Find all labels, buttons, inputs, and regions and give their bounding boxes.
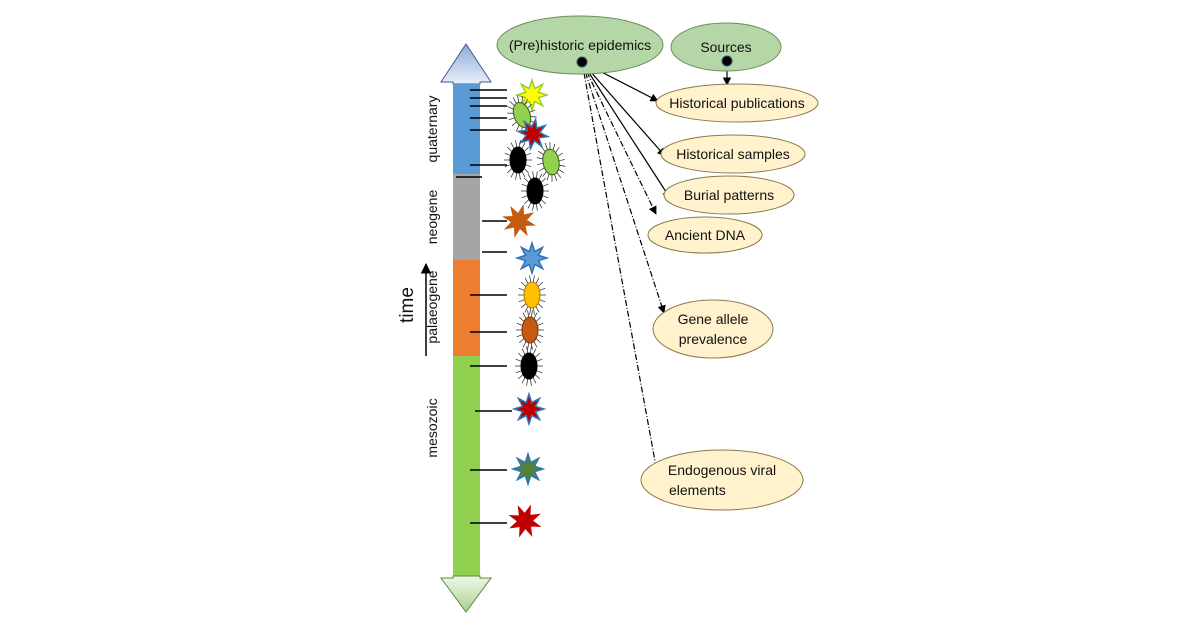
source-node-label: Burial patterns	[684, 187, 774, 203]
timeline-down-arrow	[440, 575, 492, 613]
source-node-historical-samples: Historical samples	[660, 134, 806, 174]
virus-star-shape	[510, 451, 546, 487]
era-label-palaeogene: palaeogene	[424, 270, 440, 343]
event-ticks	[456, 89, 512, 524]
prehistoric-epidemics-node: (Pre)historic epidemics	[496, 15, 664, 75]
yellow-bacterium-icon	[518, 275, 546, 315]
source-node-ellipse	[647, 216, 763, 254]
bacterium-body	[521, 316, 539, 344]
source-arrows	[581, 61, 732, 473]
era-label-mesozoic: mesozoic	[424, 398, 440, 457]
bacterium-body	[526, 177, 544, 205]
prehistoric-epidemics-ellipse	[496, 15, 664, 75]
black-bacterium-icon	[515, 346, 543, 386]
source-node-gene-allele-prevalence: Gene allele prevalence	[652, 299, 774, 359]
source-node-label-line1: Endogenous viral	[668, 462, 776, 478]
source-node-ellipse	[663, 175, 795, 215]
timeline-bar	[440, 43, 492, 613]
bacterium-body	[542, 148, 560, 176]
source-node-ellipse	[640, 449, 804, 511]
prehistoric-epidemics-connector-dot	[576, 56, 588, 68]
era-segment-neogene	[453, 174, 480, 260]
source-node-endogenous-viral-elements: Endogenous viral elements	[640, 449, 804, 511]
source-node-label-line2: elements	[669, 482, 726, 498]
source-node-historical-publications: Historical publications	[655, 83, 819, 123]
bacterium-body	[523, 281, 541, 309]
prehistoric-epidemics-label: (Pre)historic epidemics	[509, 37, 651, 53]
arrow-to-historical-samples	[581, 61, 666, 157]
red-star-virus-icon	[508, 504, 542, 538]
virus-star-shape	[502, 204, 536, 238]
virus-star-shape	[515, 116, 551, 152]
source-node-label: Historical publications	[669, 95, 804, 111]
source-node-ancient-dna: Ancient DNA	[647, 216, 763, 254]
arrow-to-gene-allele-prevalence	[581, 61, 666, 314]
era-segment-quaternary	[453, 84, 480, 174]
source-node-label: Ancient DNA	[665, 227, 746, 243]
source-node-ellipse	[655, 83, 819, 123]
sources-connector-dot	[721, 55, 733, 67]
virus-star-shape	[514, 77, 550, 113]
sources-ellipse	[670, 22, 782, 72]
virus-star-shape	[514, 240, 550, 276]
source-node-label-line1: Gene allele	[678, 311, 749, 327]
source-node-ellipse	[660, 134, 806, 174]
arrow-to-burial-patterns	[581, 61, 671, 199]
black-bacterium-icon	[504, 140, 532, 180]
bacterium-body	[509, 146, 527, 174]
era-label-quaternary: quaternary	[424, 96, 440, 163]
orange-star-virus-icon	[502, 204, 536, 238]
yellow-star-virus-icon	[514, 77, 550, 113]
bacterium-body	[520, 352, 538, 380]
era-label-neogene: neogene	[424, 190, 440, 245]
era-segment-mesozoic	[453, 356, 480, 576]
black-bacterium-icon	[521, 171, 549, 211]
pathogen-icons	[502, 77, 566, 538]
virus-star-shape	[508, 504, 542, 538]
arrow-to-endogenous-viral-elements	[581, 61, 660, 473]
source-node-ellipse	[652, 299, 774, 359]
sources-label: Sources	[700, 39, 751, 55]
time-axis-label: time	[397, 287, 418, 323]
blue-star-virus-icon	[514, 240, 550, 276]
source-node-label: Historical samples	[676, 146, 790, 162]
timeline-up-arrow	[440, 43, 492, 85]
red-blue-star-virus-icon	[515, 116, 551, 152]
red-star-virus-icon	[511, 391, 547, 427]
source-node-burial-patterns: Burial patterns	[663, 175, 795, 215]
source-node-label-line2: prevalence	[679, 331, 748, 347]
green-bacterium-icon	[536, 142, 566, 182]
green-star-virus-icon	[510, 451, 546, 487]
sources-node: Sources	[670, 22, 782, 72]
brown-bacterium-icon	[516, 310, 544, 350]
era-segment-palaeogene	[453, 260, 480, 356]
arrow-to-ancient-dna	[581, 61, 657, 215]
virus-star-shape	[511, 391, 547, 427]
